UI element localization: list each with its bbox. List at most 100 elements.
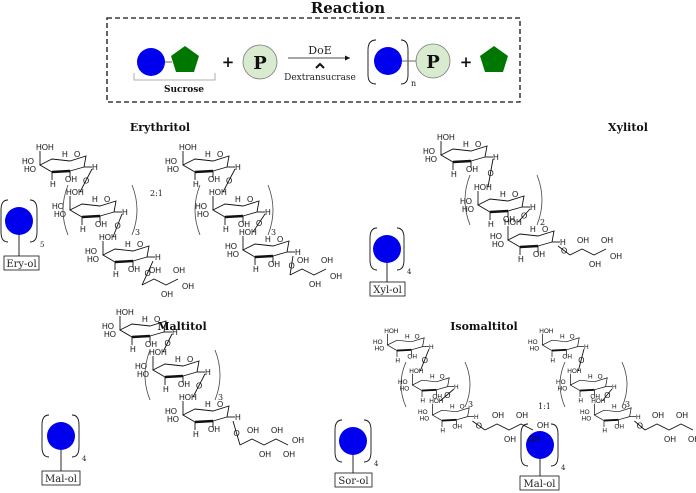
symbol-sor-ol: 4 Sor-ol [334,419,379,488]
svg-text:4: 4 [561,464,566,472]
atom-label: HOH [116,308,134,317]
atom-label: O [460,404,465,411]
atom-label: OH [503,215,515,224]
plus-sign: + [460,53,473,71]
svg-text:Mal-ol: Mal-ol [524,479,556,490]
xylitol-title: Xylitol [608,121,648,134]
atom-label: OH [128,265,140,274]
atom-label: H [550,358,555,365]
atom-label: OH [614,424,624,431]
atom-label: H [163,385,169,394]
atom-label: H [193,430,199,439]
atom-label: OH [432,394,442,401]
atom-label: OH [238,220,250,229]
atom-label: H [463,140,469,149]
repeat-parenthesis [400,361,407,408]
atom-label: OH [259,450,271,459]
phosphate-symbol [242,44,278,80]
atom-label: H [493,153,499,162]
repeat-count: 3 [625,400,630,409]
enzyme-label: Dextransucrase [284,73,356,83]
atom-label: OH [283,450,295,459]
atom-label: H [122,208,128,217]
caret-icon [315,62,325,69]
atom-label: HOH [209,188,227,197]
atom-label: H [193,180,199,189]
atom-label: H [588,374,593,381]
oxygen-label: O [561,247,567,256]
atom-label: HO [492,240,504,249]
atom-label: O [74,150,80,159]
molecule-structures: HOHHOHOHOHOHHHOHHOHOHOHOHHHOHHOHOHOHOHHO… [22,133,696,459]
repeat-parenthesis [62,184,69,236]
oxygen-label: O [604,391,610,400]
atom-label: HOH [36,143,54,152]
atom-label: OH [95,220,107,229]
atom-label: H [130,345,136,354]
glucose-symbol [137,48,165,76]
atom-label: H [92,163,98,172]
atom-label: OH [577,236,589,245]
atom-label: OH [297,256,309,265]
atom-label: HOH [384,328,399,335]
bracket-right [400,39,409,85]
atom-label: HOH [437,133,455,142]
fructose-symbol [171,46,199,72]
atom-label: OH [590,394,600,401]
repeat-count: 2 [540,218,545,227]
atom-label: H [223,225,229,234]
atom-label: H [295,248,301,257]
atom-label: O [247,195,253,204]
atom-label: HOH [66,188,84,197]
atom-label: OH [247,426,259,435]
erythritol-title: Erythritol [130,121,190,134]
symbol-xyl-ol: 4 Xyl-ol [369,227,412,297]
oxygen-label: O [234,429,240,438]
plus-sign: + [222,53,235,71]
atom-label: HO [195,202,207,211]
repeat-count: 3 [468,400,473,409]
oxygen-label: O [578,356,584,365]
atom-label: H [612,404,617,411]
atom-label: H [235,195,241,204]
atom-label: H [235,413,241,422]
arrow-label-doe: DoE [308,44,331,57]
atom-label: HO [167,165,179,174]
glycosidic-bond [487,158,494,188]
atom-label: H [253,265,259,274]
atom-label: OH [145,340,157,349]
repeat-parenthesis [267,184,274,236]
atom-label: O [475,140,481,149]
oxygen-label: O [196,382,202,391]
atom-label: H [429,344,434,351]
atom-label: O [415,334,420,341]
oxygen-label: O [256,219,262,228]
glycosidic-bond [79,168,93,193]
glycosidic-bond [232,420,241,446]
atom-label: H [155,253,161,262]
atom-label: OH [173,266,185,275]
svg-text:4: 4 [407,268,412,276]
atom-label: HO [104,330,116,339]
repeat-parenthesis [621,361,628,408]
glycosidic-bond [252,213,266,233]
symbol-mal-ol-2: 4 Mal-ol [519,423,566,491]
atom-label: H [205,368,211,377]
svg-text:Sor-ol: Sor-ol [338,476,368,487]
atom-label: H [205,150,211,159]
atom-label: HO [423,147,435,156]
atom-label: HOH [591,398,606,405]
atom-label: OH [452,424,462,431]
atom-label: OH [676,411,688,420]
atom-label: OH [178,380,190,389]
atom-label: HO [375,346,385,353]
atom-label: HO [558,386,568,393]
atom-label: O [137,240,143,249]
atom-label: H [405,334,410,341]
